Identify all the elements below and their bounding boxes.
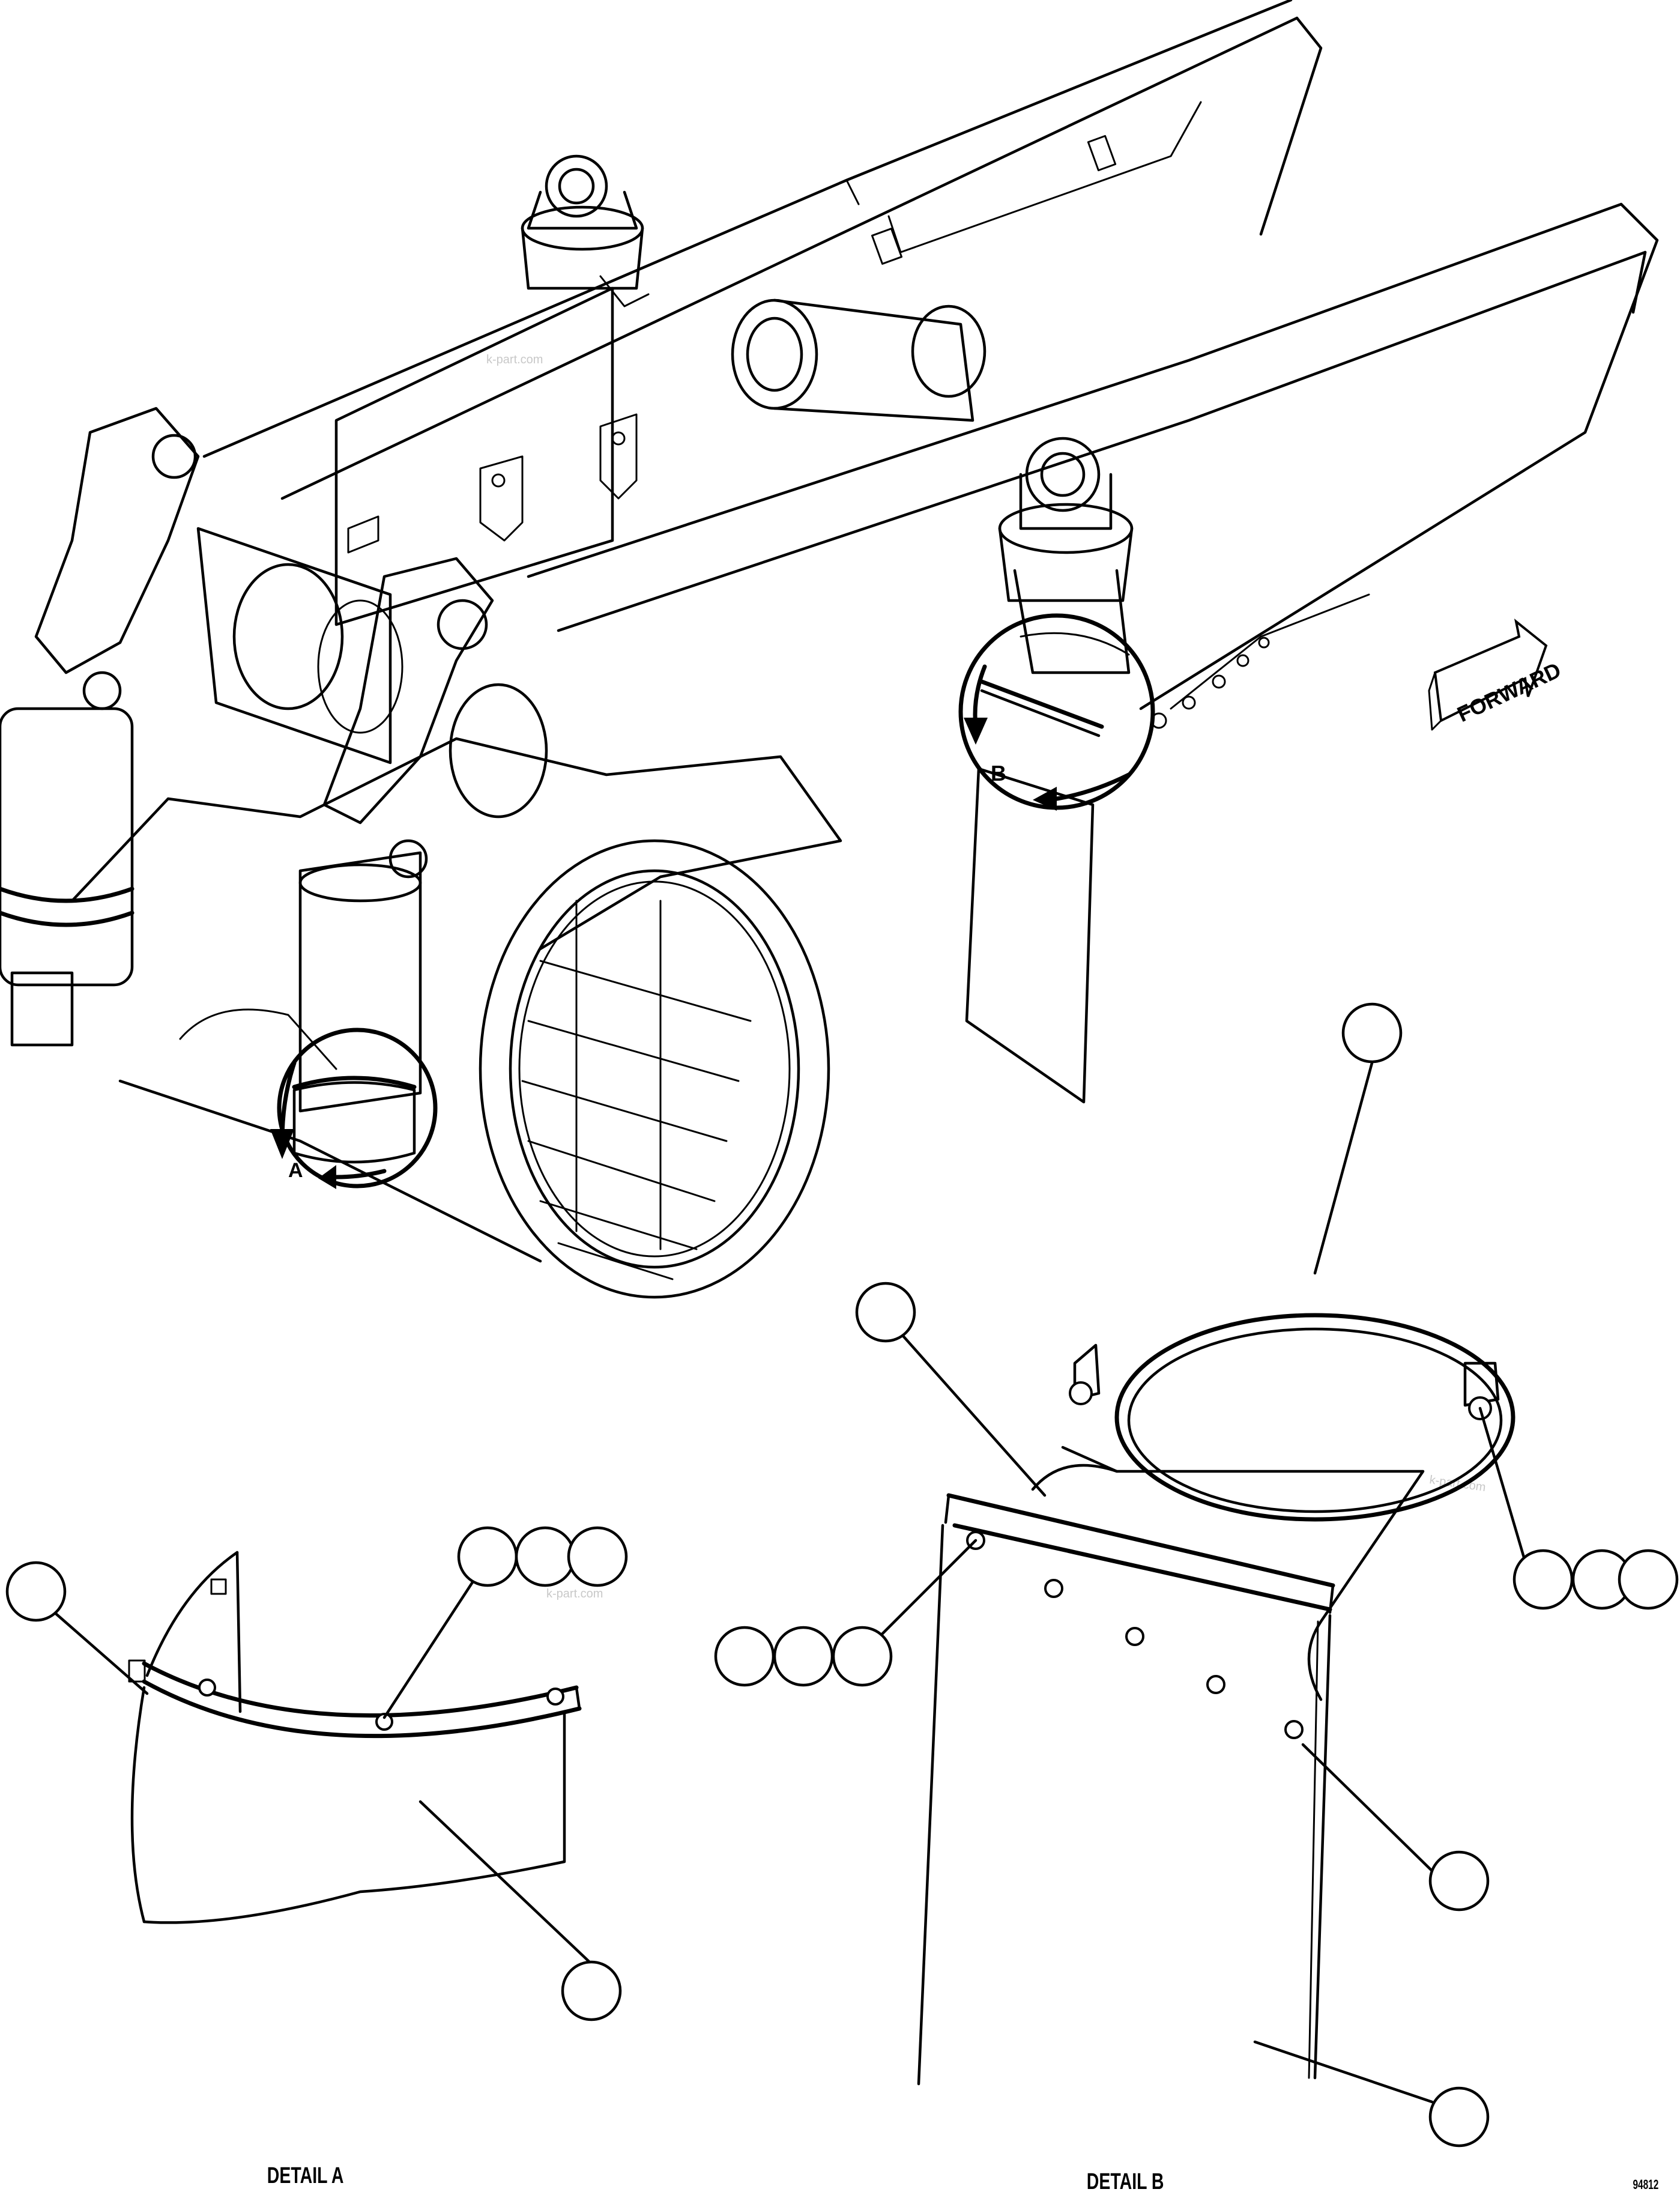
callout-balloon [855, 1282, 916, 1343]
callout-balloon [567, 1526, 628, 1587]
beam-holes [1150, 637, 1270, 729]
watermark-1: k-part.com [486, 353, 543, 366]
slew-ring [479, 839, 830, 1299]
detail-b-title: DETAIL B [1087, 2169, 1164, 2194]
callout-balloon [515, 1526, 576, 1587]
arrow-a2 [334, 1169, 387, 1179]
callout-balloon [5, 1561, 67, 1622]
frame-assembly [0, 0, 1659, 1299]
view-label-a: A [288, 1159, 303, 1182]
callout-balloon [457, 1526, 518, 1587]
leader-a1 [49, 1608, 149, 1695]
callout-balloon [1428, 1850, 1490, 1912]
rear-cylinder [521, 154, 644, 290]
front-cylinder [998, 437, 1134, 674]
watermark-2: k-part.com [546, 1587, 603, 1600]
view-circle-a: A [270, 1028, 438, 1189]
leader-a2 [382, 1578, 476, 1719]
leader-b3 [881, 1539, 977, 1635]
leader-b2 [899, 1331, 1047, 1497]
callout-balloon [1618, 1549, 1679, 1610]
leader-b6 [1253, 2040, 1434, 2104]
detail-a-title: DETAIL A [267, 2163, 344, 2188]
detail-b-drawing [881, 1061, 1527, 2104]
drawing-number: 94812 [1633, 2178, 1659, 2192]
callout-balloon [1341, 1002, 1403, 1064]
leader-b1 [1313, 1061, 1374, 1275]
callout-balloon [773, 1626, 834, 1687]
leader-a3 [418, 1800, 593, 1966]
detail-a-drawing [49, 1551, 593, 1966]
callout-balloons [5, 1002, 1679, 2148]
callout-balloon [1428, 2086, 1490, 2148]
forward-arrow: FORWARD [1428, 619, 1565, 731]
leader-b4 [1478, 1406, 1527, 1563]
callout-balloon [832, 1626, 893, 1687]
view-circle-b: B [958, 613, 1155, 1104]
callout-balloon [561, 1960, 622, 2021]
callout-balloon [714, 1626, 775, 1687]
callout-balloon [1512, 1549, 1574, 1610]
leader-b5 [1301, 1743, 1440, 1879]
